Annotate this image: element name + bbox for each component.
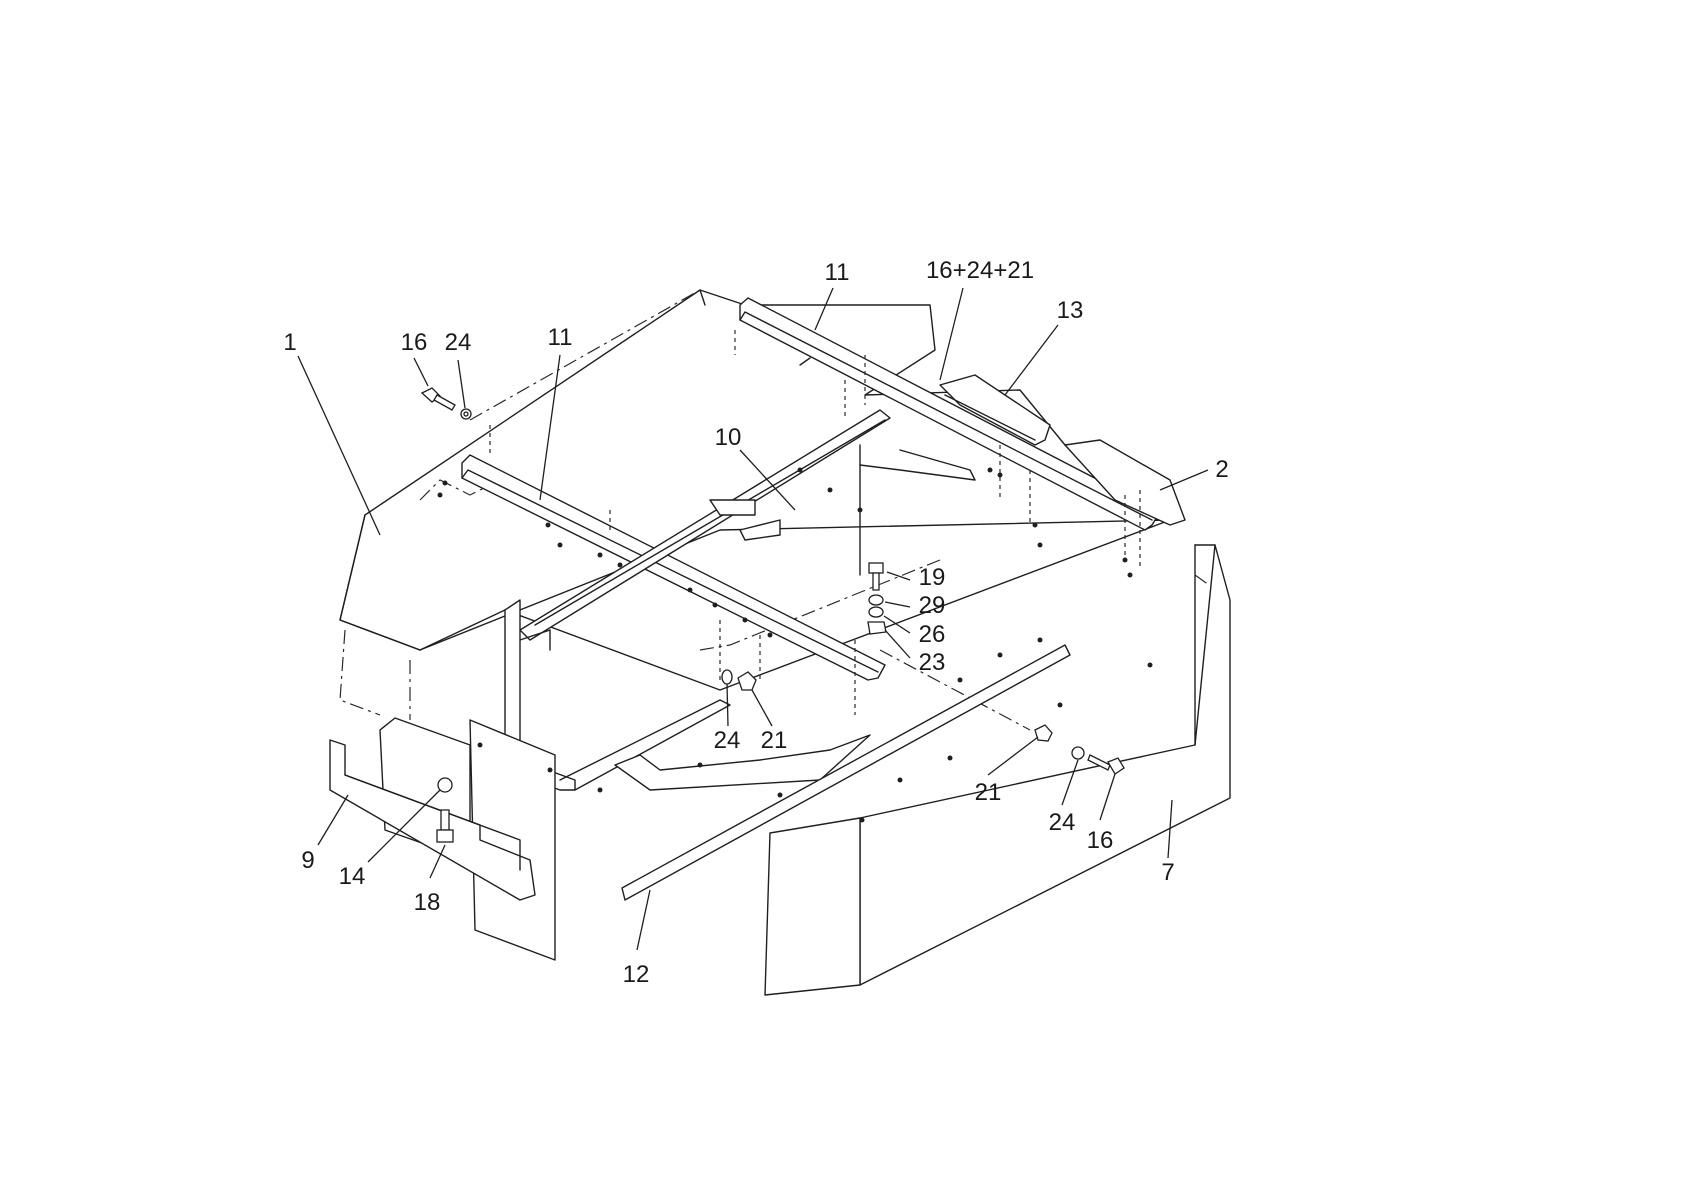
callout-24-right: 24 xyxy=(1049,809,1076,836)
callout-9: 9 xyxy=(301,847,314,874)
callout-7: 7 xyxy=(1161,859,1174,886)
callout-12: 12 xyxy=(623,961,650,988)
nut-14 xyxy=(438,778,452,792)
washer-24-right xyxy=(1072,747,1084,759)
callout-16-top: 16 xyxy=(401,329,428,356)
callout-23: 23 xyxy=(919,649,946,676)
callout-18: 18 xyxy=(414,889,441,916)
callout-11-front: 11 xyxy=(548,324,573,351)
nut-23 xyxy=(868,622,886,634)
callout-13: 13 xyxy=(1057,297,1084,324)
callout-21-mid: 21 xyxy=(761,727,788,754)
callout-1: 1 xyxy=(283,329,296,356)
callout-21-right: 21 xyxy=(975,779,1002,806)
callout-2: 2 xyxy=(1215,456,1228,483)
callout-16-right: 16 xyxy=(1087,827,1114,854)
callout-26: 26 xyxy=(919,621,946,648)
callout-29: 29 xyxy=(919,592,946,619)
washer-29 xyxy=(869,595,883,605)
callout-14: 14 xyxy=(339,863,366,890)
callout-24-mid: 24 xyxy=(714,727,741,754)
callout-10: 10 xyxy=(715,424,742,451)
callout-24-top: 24 xyxy=(445,329,472,356)
callout-11-rear: 11 xyxy=(825,259,850,286)
washer-24-top xyxy=(461,409,471,419)
callout-16-24-21: 16+24+21 xyxy=(926,257,1034,284)
callout-19: 19 xyxy=(919,564,946,591)
washer-24-mid xyxy=(722,670,732,684)
nut-21-right xyxy=(1035,725,1052,741)
washer-26 xyxy=(869,607,883,617)
bolt-16-top xyxy=(422,388,455,410)
